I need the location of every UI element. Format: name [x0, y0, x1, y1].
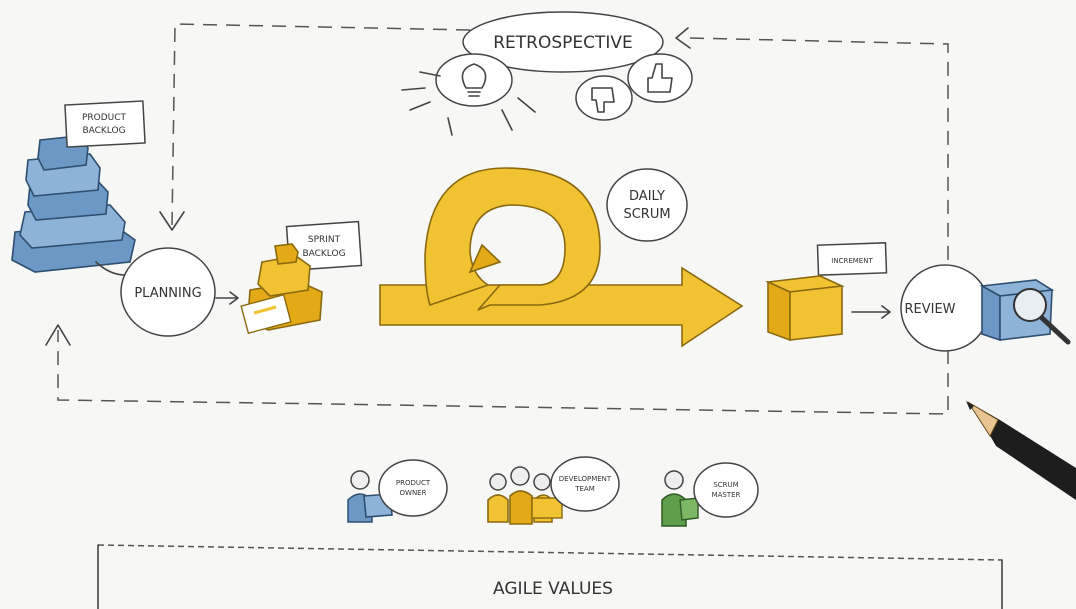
- person-icon: [347, 470, 393, 523]
- lightbulb-icon: [401, 53, 536, 136]
- product-backlog-label-1: PRODUCT: [82, 113, 127, 123]
- sprint-backlog-label-2: BACKLOG: [302, 249, 345, 259]
- retrospective-loop: [45, 23, 949, 415]
- agile-values-label: AGILE VALUES: [493, 579, 613, 599]
- planning-circle: PLANNING: [120, 247, 216, 337]
- product-owner-label-1: PRODUCT: [396, 479, 431, 487]
- sprint-backlog-label-1: SPRINT: [308, 235, 341, 245]
- increment-arrow: [851, 305, 891, 319]
- person-icon: [661, 470, 699, 527]
- product-backlog-tag: PRODUCT BACKLOG: [64, 100, 146, 148]
- development-team-label-1: DEVELOPMENT: [559, 475, 612, 483]
- sprint-backlog-tag: SPRINT BACKLOG: [285, 220, 363, 272]
- product-owner-role: PRODUCT OWNER: [347, 459, 448, 523]
- review-circle: REVIEW: [900, 264, 990, 352]
- planning-label: PLANNING: [134, 286, 201, 301]
- increment-label: INCREMENT: [831, 257, 873, 265]
- scrum-master-label-2: MASTER: [712, 491, 741, 499]
- backlog-to-planning-line: [95, 261, 126, 276]
- product-backlog-boxes: [11, 135, 136, 273]
- increment-tag: INCREMENT: [816, 242, 888, 276]
- product-backlog-label-2: BACKLOG: [82, 126, 125, 136]
- scrum-master-label-1: SCRUM: [713, 481, 738, 489]
- daily-scrum-loop: [424, 167, 601, 311]
- increment-box: [765, 275, 845, 342]
- pencil-icon: [966, 401, 1076, 500]
- scrum-master-role: SCRUM MASTER: [661, 462, 759, 527]
- development-team-label-2: TEAM: [574, 485, 595, 493]
- retrospective-label: RETROSPECTIVE: [493, 33, 633, 53]
- development-team-role: DEVELOPMENT TEAM: [487, 456, 620, 525]
- sprint-backlog-boxes: [240, 243, 323, 335]
- planning-arrow: [215, 291, 239, 305]
- product-owner-label-2: OWNER: [400, 489, 427, 497]
- daily-scrum-bubble: DAILY SCRUM: [606, 168, 688, 242]
- person-icon: [487, 466, 563, 525]
- thumbs-up-icon: [627, 53, 693, 103]
- daily-scrum-label-2: SCRUM: [623, 207, 670, 222]
- daily-scrum-label-1: DAILY: [629, 189, 665, 204]
- magnifier-icon: [1013, 288, 1071, 345]
- thumbs-down-icon: [575, 75, 633, 121]
- retrospective-bubble: RETROSPECTIVE: [462, 11, 664, 73]
- review-label: REVIEW: [904, 302, 955, 317]
- agile-values-box: AGILE VALUES: [97, 544, 1003, 609]
